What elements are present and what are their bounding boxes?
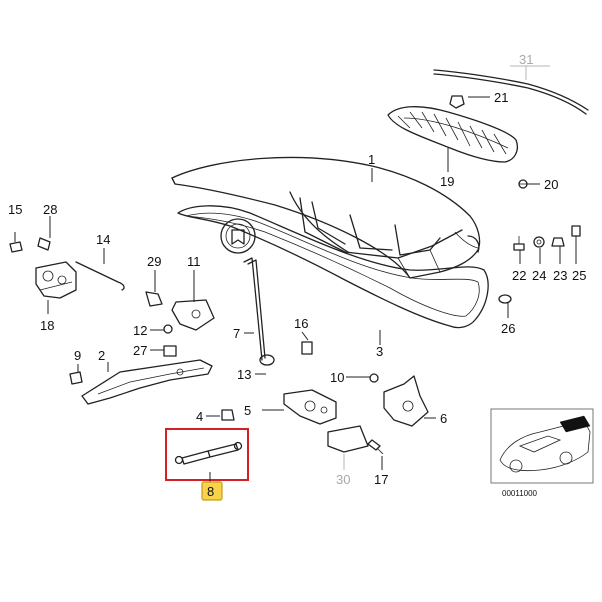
leader-lines — [14, 65, 577, 482]
label-10[interactable]: 10 — [330, 370, 344, 385]
label-17[interactable]: 17 — [374, 472, 388, 487]
part-26-grommet[interactable] — [498, 294, 512, 304]
part-16-bump-stop[interactable] — [301, 341, 313, 355]
car-thumbnail[interactable] — [490, 408, 594, 484]
part-7-rod[interactable] — [243, 257, 266, 361]
label-6[interactable]: 6 — [440, 411, 447, 426]
label-30[interactable]: 30 — [336, 472, 350, 487]
part-23-nut[interactable] — [551, 237, 565, 247]
label-24[interactable]: 24 — [532, 268, 546, 283]
part-25-cap[interactable] — [571, 225, 581, 237]
part-24-washer[interactable] — [533, 236, 545, 248]
label-3[interactable]: 3 — [376, 344, 383, 359]
part-12-screw[interactable] — [163, 324, 173, 334]
part-5-latch[interactable] — [283, 389, 337, 425]
part-20-screw[interactable] — [518, 179, 528, 189]
part-15-spring[interactable] — [9, 241, 23, 253]
label-31[interactable]: 31 — [519, 52, 533, 67]
part-1-trunk-lid[interactable] — [171, 156, 481, 279]
part-8-gas-strut[interactable] — [174, 441, 243, 465]
part-9-block[interactable] — [69, 371, 83, 385]
part-10-screw[interactable] — [369, 373, 379, 383]
label-18[interactable]: 18 — [40, 318, 54, 333]
part-17-screw[interactable] — [367, 439, 384, 455]
part-18-lock-cylinder[interactable] — [35, 261, 77, 299]
label-2[interactable]: 2 — [98, 348, 105, 363]
label-4[interactable]: 4 — [196, 409, 203, 424]
part-28-screw[interactable] — [37, 237, 51, 251]
label-19[interactable]: 19 — [440, 174, 454, 189]
image-code: 00011000 — [502, 489, 538, 498]
part-22-fastener[interactable] — [513, 236, 525, 251]
label-23[interactable]: 23 — [553, 268, 567, 283]
label-28[interactable]: 28 — [43, 202, 57, 217]
part-31-strip[interactable] — [433, 69, 589, 115]
label-8[interactable]: 8 — [207, 484, 214, 499]
label-21[interactable]: 21 — [494, 90, 508, 105]
part-27-screw[interactable] — [163, 345, 177, 357]
part-3-seal[interactable] — [177, 205, 489, 329]
part-14-rod[interactable] — [75, 261, 125, 291]
label-29[interactable]: 29 — [147, 254, 161, 269]
label-15[interactable]: 15 — [8, 202, 22, 217]
label-12[interactable]: 12 — [133, 323, 147, 338]
label-14[interactable]: 14 — [96, 232, 110, 247]
selection-highlight-box — [165, 428, 249, 481]
part-4-nut[interactable] — [221, 409, 235, 421]
label-5[interactable]: 5 — [244, 403, 251, 418]
part-2-hinge[interactable] — [81, 359, 213, 405]
label-27[interactable]: 27 — [133, 343, 147, 358]
selected-badge — [201, 481, 223, 501]
label-7[interactable]: 7 — [233, 326, 240, 341]
label-20[interactable]: 20 — [544, 177, 558, 192]
part-labels: 1 2 3 4 5 6 7 8 9 10 11 12 13 14 15 16 1… — [8, 52, 586, 501]
part-11-switch[interactable] — [171, 299, 215, 331]
label-13[interactable]: 13 — [237, 367, 251, 382]
label-26[interactable]: 26 — [501, 321, 515, 336]
label-11[interactable]: 11 — [187, 254, 201, 269]
part-6-striker[interactable] — [383, 375, 429, 427]
label-25[interactable]: 25 — [572, 268, 586, 283]
part-21-clip[interactable] — [449, 95, 465, 109]
part-13-bolt[interactable] — [259, 354, 275, 366]
label-16[interactable]: 16 — [294, 316, 308, 331]
label-9[interactable]: 9 — [74, 348, 81, 363]
part-19-brake-light[interactable] — [387, 106, 519, 163]
label-1[interactable]: 1 — [368, 152, 375, 167]
part-30-plate[interactable] — [327, 425, 369, 453]
label-22[interactable]: 22 — [512, 268, 526, 283]
part-29-holder[interactable] — [145, 291, 163, 307]
